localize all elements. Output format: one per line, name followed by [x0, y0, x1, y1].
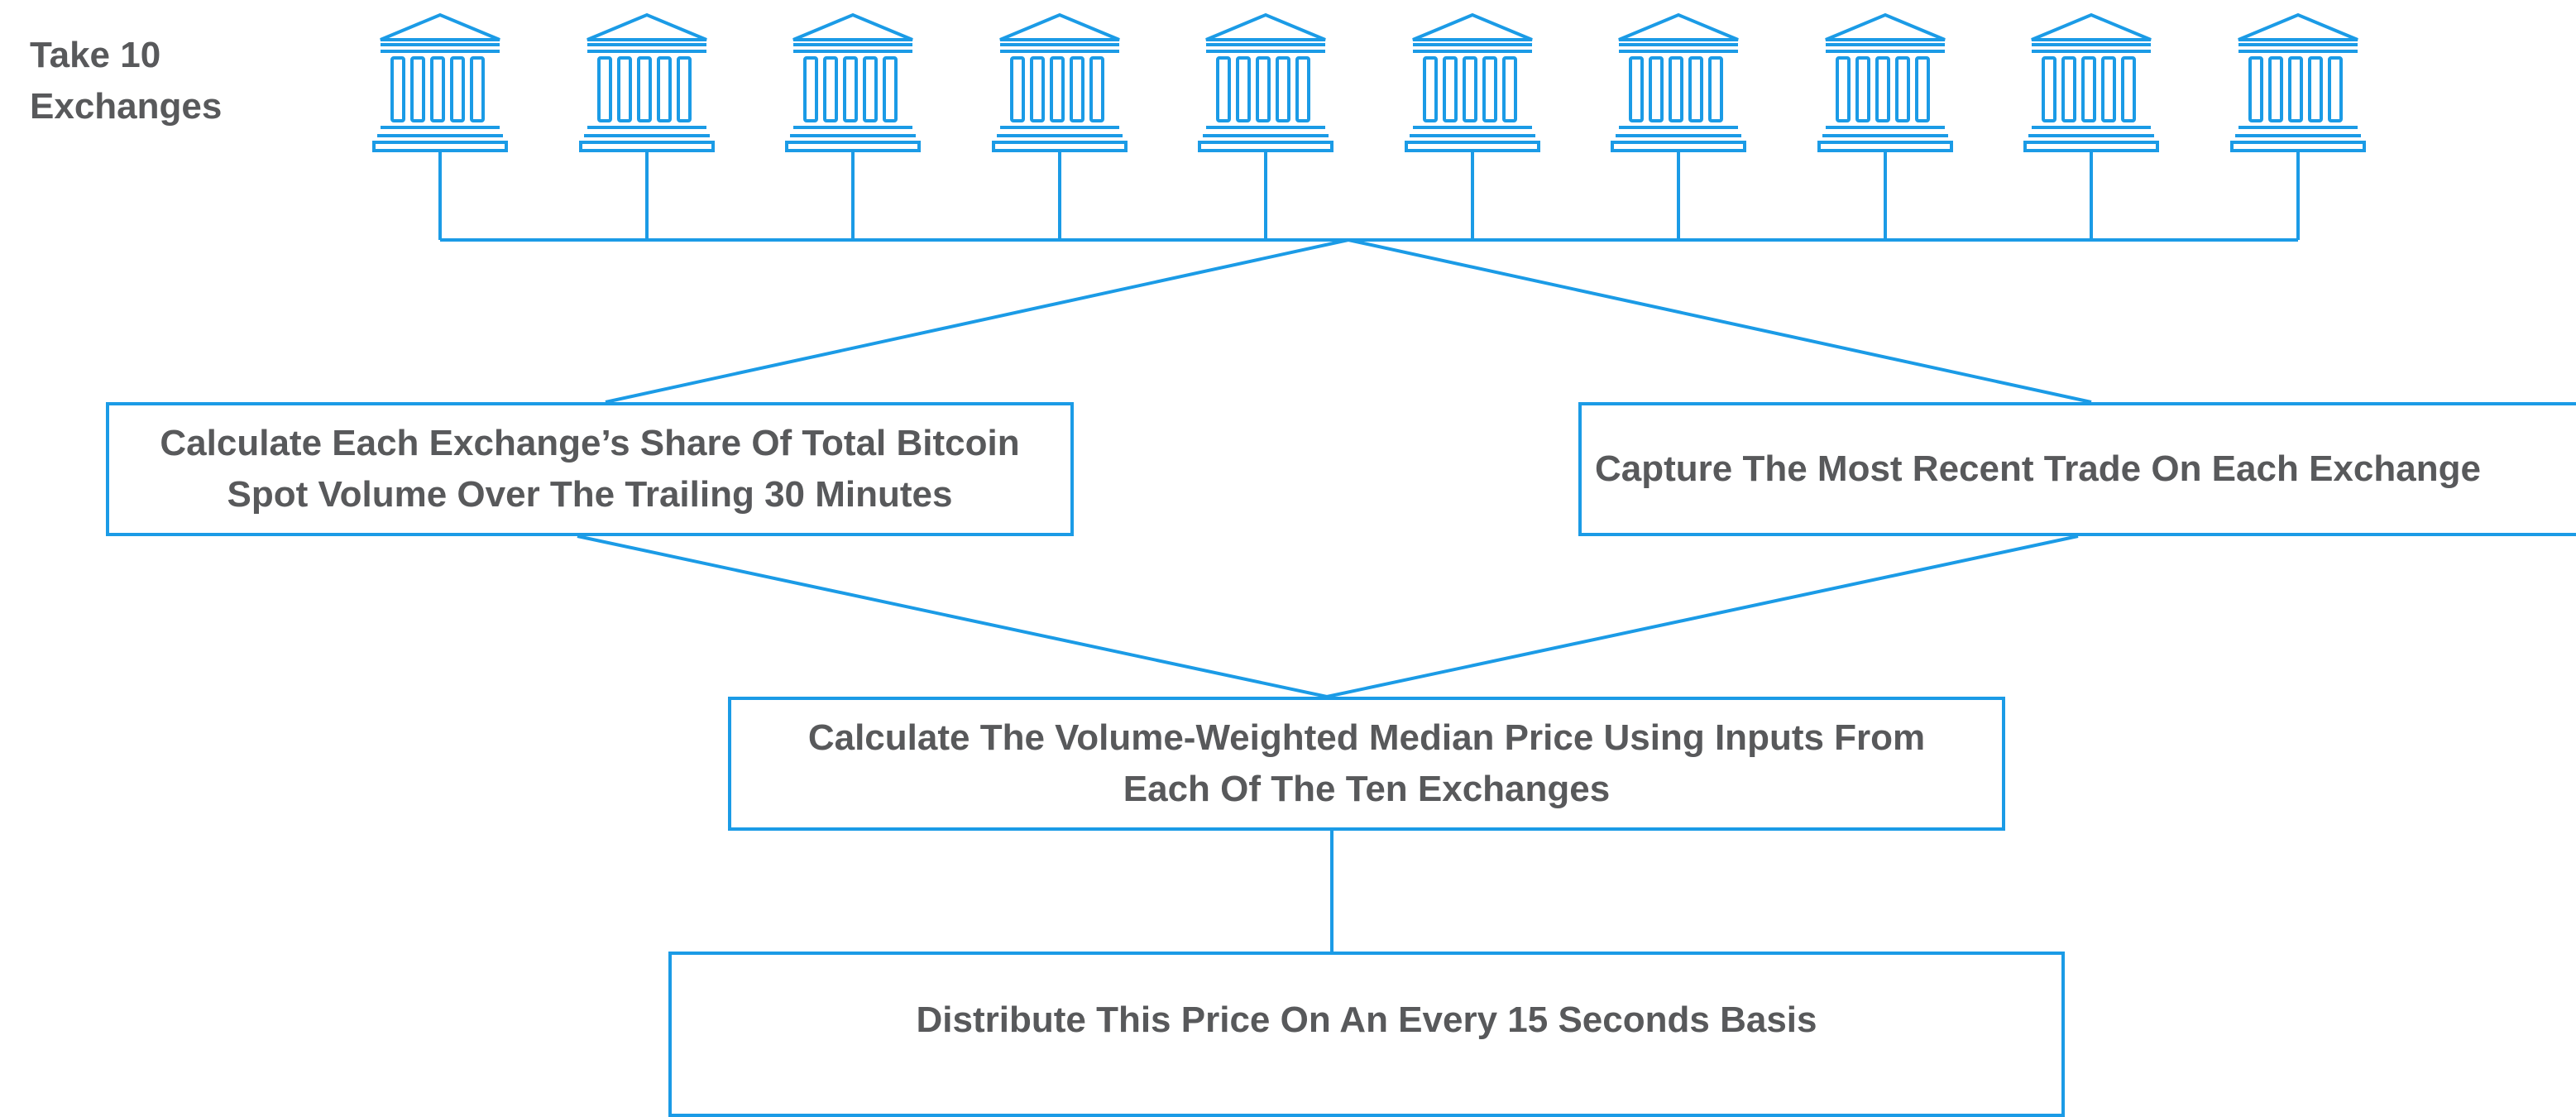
share-to-median-line — [577, 535, 1328, 698]
bank-building-icon — [2023, 13, 2159, 152]
capture-step-line1: Capture The Most Recent Trade On Each Ex… — [1595, 448, 2481, 489]
bus-to-share-line — [605, 238, 1349, 404]
distribute-step-line1: Distribute This Price On An Every 15 Sec… — [916, 1000, 1817, 1040]
bank-building-icon — [1198, 13, 1333, 152]
distribute-price-step: Distribute This Price On An Every 15 Sec… — [668, 952, 2065, 1117]
bank-building-icon — [1405, 13, 1540, 152]
side-label-line1: Take 10 — [30, 35, 161, 75]
bank-building-icon — [579, 13, 715, 152]
share-step-line1: Calculate Each Exchange’s Share Of Total… — [160, 423, 1020, 463]
connector-lines — [438, 151, 2300, 952]
capture-to-median-line — [1326, 535, 2079, 698]
bus-to-capture-line — [1348, 238, 2092, 404]
share-of-volume-step: Calculate Each Exchange’s Share Of Total… — [106, 402, 1074, 536]
bank-building-icon — [1611, 13, 1746, 152]
median-step-line1: Calculate The Volume-Weighted Median Pri… — [807, 717, 1926, 758]
capture-recent-trade-step: Capture The Most Recent Trade On Each Ex… — [1578, 402, 2576, 536]
bank-building-icon — [992, 13, 1128, 152]
bank-building-icon — [2230, 13, 2366, 152]
bank-building-icon — [785, 13, 921, 152]
bank-building-icon — [372, 13, 508, 152]
share-step-line2: Spot Volume Over The Trailing 30 Minutes — [227, 474, 953, 515]
bank-building-icon — [1817, 13, 1953, 152]
take-10-exchanges-label: Take 10 Exchanges — [30, 30, 222, 132]
median-step-line2: Each Of The Ten Exchanges — [1123, 769, 1611, 809]
flow-diagram — [372, 13, 2366, 952]
volume-weighted-median-step: Calculate The Volume-Weighted Median Pri… — [728, 697, 2005, 831]
side-label-line2: Exchanges — [30, 86, 223, 127]
exchange-icons — [372, 13, 2366, 152]
